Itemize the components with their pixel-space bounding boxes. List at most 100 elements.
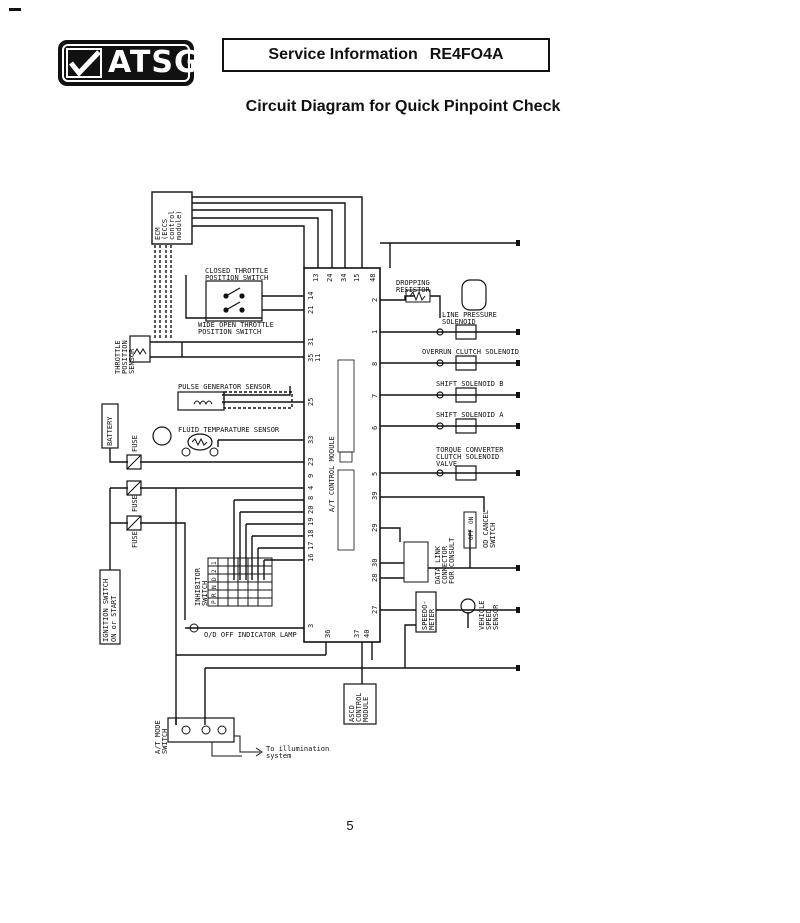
line-pressure-label-1: LINE PRESSURE: [442, 311, 497, 319]
overrun-clutch-solenoid: [455, 355, 477, 371]
gnd-icon: [436, 328, 444, 336]
conn-end: [516, 607, 520, 613]
pin-28: 28: [371, 574, 379, 582]
battery-label: BATTERY: [106, 416, 114, 446]
inhibitor-label-2: SWITCH: [201, 581, 209, 606]
wire-ecm-34: [192, 209, 333, 268]
pin-6: 6: [371, 426, 379, 430]
tcc-label-3: VALVE: [436, 460, 457, 468]
ascd-box: [343, 683, 377, 725]
tps-resistor-icon: [133, 348, 147, 355]
wire-illumination: [234, 735, 260, 753]
atsg-logo: ATSG: [58, 40, 199, 86]
vss-label-3: SENSOR: [492, 604, 500, 630]
ignition-label-1: IGNITION SWITCH: [102, 579, 110, 642]
at-mode-label-2: SWITCH: [161, 729, 169, 754]
fuse-2-slash: [126, 480, 142, 496]
conn-end: [516, 329, 520, 335]
tps-label-1: THROTTLE: [114, 340, 122, 374]
resistor-icon: [409, 290, 426, 302]
fuse-1-slash: [126, 454, 142, 470]
conn-end: [516, 665, 520, 671]
od-off-lamp-label: O/D OFF INDICATOR LAMP: [204, 631, 297, 639]
wire-29: [380, 527, 401, 542]
illumination-label-2: system: [266, 752, 291, 760]
gnd-icon: [436, 469, 444, 477]
wire-illumination-2: [211, 742, 242, 757]
pin-13: 13: [312, 274, 320, 282]
pin-35: 35: [307, 354, 315, 362]
vss-icon: [460, 598, 476, 614]
thermistor-icon: [191, 437, 208, 447]
inhibitor-grid: [207, 557, 273, 607]
checkmark-icon: [66, 48, 102, 78]
vss-label-2: SPEED: [485, 609, 493, 630]
ascd-label-3: MODULE: [362, 697, 370, 722]
speedometer-label-2: METER: [428, 608, 436, 630]
pin-2: 2: [371, 298, 379, 302]
shift-a-label: SHIFT SOLENOID A: [436, 411, 504, 419]
conn-end: [516, 565, 520, 571]
fts-pin-icon: [181, 447, 191, 457]
wire-2b: [430, 295, 441, 318]
pin-31: 31: [307, 338, 315, 346]
tcc-label-2: CLUTCH SOLENOID: [436, 453, 499, 461]
pin-37: 37: [353, 630, 361, 638]
ascd-label-2: CONTROL: [355, 692, 363, 722]
wire-speedo-gnd: [404, 624, 416, 668]
inhibitor-pos-p: P: [211, 600, 218, 604]
line-pressure-solenoid: [455, 324, 477, 340]
ignition-switch-box: [99, 569, 121, 645]
pin-8: 8: [371, 362, 379, 366]
coil-icon: [193, 400, 213, 406]
wire-39: [380, 496, 485, 512]
page-number: 5: [346, 818, 354, 833]
pin-34: 34: [340, 274, 348, 282]
fuse-label-1: FUSE: [131, 435, 139, 452]
solenoids: [436, 324, 477, 481]
pin-40: 40: [363, 630, 371, 638]
wire-2: [380, 295, 415, 301]
wire-ecm-15: [192, 202, 346, 268]
wire-fuse-ign: [140, 522, 186, 620]
speedometer-label-1: SPEEDO-: [421, 600, 429, 630]
pulse-generator-box: [177, 391, 225, 411]
fuse-label-3: FUSE: [131, 531, 139, 548]
pin-8-left: 8: [307, 496, 315, 500]
atcm-connector: [337, 359, 355, 551]
inhibitor-pos-n: N: [211, 585, 218, 589]
connector-ends: [516, 240, 520, 671]
fts-plug-icon: [152, 426, 172, 446]
pin-27: 27: [371, 606, 379, 614]
inhibitor-pos-1: 1: [211, 561, 218, 565]
page-title: Circuit Diagram for Quick Pinpoint Check: [245, 98, 561, 115]
fuse-label-2: FUSE: [131, 495, 139, 512]
ignition-label-2: ON or START: [110, 595, 118, 642]
pin-14: 14: [307, 292, 315, 300]
ascd-label-1: ASCD: [348, 705, 356, 722]
pin-29: 29: [371, 524, 379, 532]
pin-19: 19: [307, 518, 315, 526]
fluid-temp-label: FLUID TEMPARATURE SENSOR: [178, 426, 280, 434]
pin-33: 33: [307, 436, 315, 444]
fuse-1: [126, 454, 142, 470]
pin-39: 39: [371, 492, 379, 500]
pin-25: 25: [307, 398, 315, 406]
wot-label-1: WIDE OPEN THROTTLE: [198, 321, 274, 329]
conn-end: [516, 240, 520, 246]
wire-cts-1: [185, 275, 262, 319]
model-label: RE4FO4A: [429, 46, 504, 63]
dropping-resistor-box: [405, 289, 431, 303]
dropping-resistor-label-2: RESISTOR: [396, 286, 431, 294]
overrun-label: OVERRUN CLUTCH SOLENOID: [422, 348, 519, 356]
pin-17: 17: [307, 542, 315, 550]
logo-frame: [62, 44, 190, 82]
wire-ecm-48: [192, 196, 363, 268]
ecm-label-4: module): [175, 210, 183, 240]
fuse-3-slash: [126, 515, 142, 531]
conn-end: [516, 360, 520, 366]
ecm-label-1: ECM: [154, 227, 162, 240]
wire-ecm-24: [192, 217, 319, 268]
connector-lower: [337, 469, 355, 551]
